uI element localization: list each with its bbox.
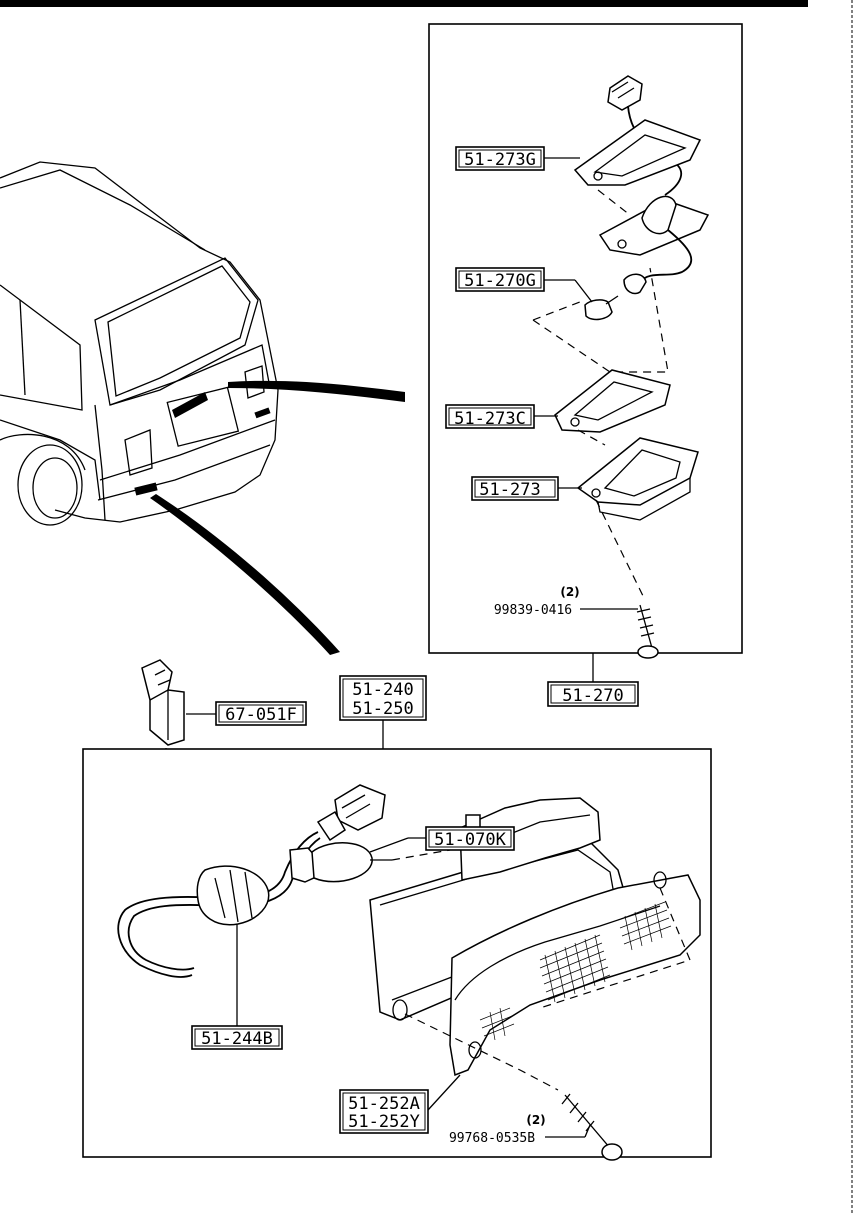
- lens-hatch: [479, 901, 672, 1041]
- label-51-270G: 51-270G: [455, 267, 593, 303]
- label-51-273G: 51-273G: [455, 146, 580, 171]
- license-lamp-frame: [428, 23, 743, 654]
- svg-text:51-244B: 51-244B: [201, 1029, 273, 1049]
- top-border-bar: [0, 0, 808, 7]
- label-51-273: 51-273: [471, 476, 582, 501]
- svg-text:51-270: 51-270: [562, 686, 623, 706]
- svg-text:67-051F: 67-051F: [225, 705, 297, 725]
- svg-text:51-273C: 51-273C: [454, 409, 526, 429]
- svg-text:99768-0535B: 99768-0535B: [449, 1131, 535, 1146]
- label-51-252A-51-252Y: 51-252A 51-252Y: [339, 1074, 461, 1134]
- label-51-273C: 51-273C: [445, 404, 558, 429]
- svg-text:51-252A: 51-252A: [348, 1094, 420, 1114]
- svg-text:(2): (2): [560, 585, 579, 599]
- vehicle-rear-illustration: [0, 161, 405, 655]
- rear-combination-lamp-exploded: [117, 784, 701, 1161]
- license-lamp-exploded: [532, 75, 710, 659]
- svg-text:99839-0416: 99839-0416: [494, 603, 572, 618]
- svg-text:(2): (2): [526, 1113, 545, 1127]
- label-99768-0535B: (2) 99768-0535B: [449, 1113, 591, 1146]
- svg-text:51-250: 51-250: [352, 699, 413, 719]
- svg-text:51-240: 51-240: [352, 680, 413, 700]
- label-67-051F: 67-051F: [186, 701, 307, 726]
- label-51-270: 51-270: [547, 653, 639, 707]
- svg-text:51-273G: 51-273G: [464, 150, 536, 170]
- label-99839-0416: (2) 99839-0416: [494, 585, 638, 618]
- label-51-240-51-250: 51-240 51-250: [339, 675, 427, 749]
- svg-text:51-270G: 51-270G: [464, 271, 536, 291]
- svg-text:51-252Y: 51-252Y: [348, 1112, 420, 1132]
- label-51-070K: 51-070K: [369, 826, 515, 853]
- svg-text:51-070K: 51-070K: [434, 830, 506, 850]
- label-51-244B: 51-244B: [191, 924, 283, 1050]
- svg-text:51-273: 51-273: [479, 480, 540, 500]
